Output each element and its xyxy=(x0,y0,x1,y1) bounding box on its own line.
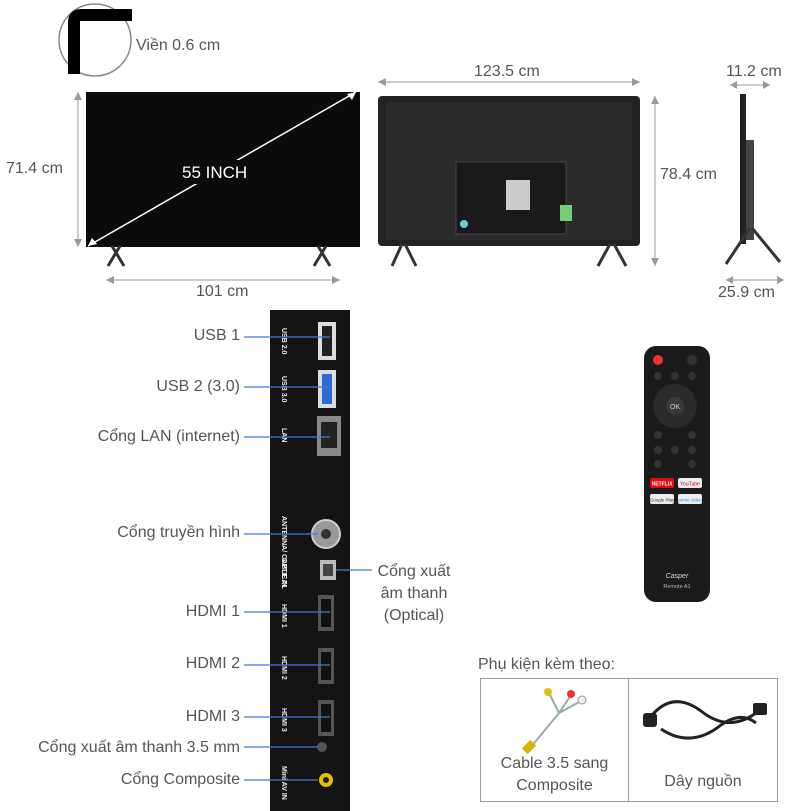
port-label-usb2: USB 2 (3.0) xyxy=(156,378,240,395)
bezel-zoom xyxy=(58,3,132,77)
prime-video-button: prime video xyxy=(678,498,702,503)
remote-brand: Casper xyxy=(666,573,689,580)
panel-text-antenna: ANTENNA/ CABLE IN xyxy=(280,516,287,587)
remote-model: Remote A1 xyxy=(663,584,690,590)
port-label-hdmi1: HDMI 1 xyxy=(185,603,240,620)
panel-text-optical: OPTICAL xyxy=(280,558,287,589)
tv-side xyxy=(724,81,784,284)
port-label-hdmi3: HDMI 3 xyxy=(185,708,240,725)
back-width-label: 123.5 cm xyxy=(474,63,540,80)
side-depth-base-label: 25.9 cm xyxy=(718,284,775,301)
tv-front xyxy=(74,91,360,284)
port-label-usb1: USB 1 xyxy=(193,327,240,344)
panel-text-hdmi3: HDMI 3 xyxy=(280,708,287,732)
optical-label-line3: (Optical) xyxy=(383,607,445,624)
port-label-antenna: Cổng truyền hình xyxy=(117,524,240,541)
accessories-box: Cable 3.5 sang Composite Dây nguồn xyxy=(480,678,778,802)
accessories-title: Phụ kiện kèm theo: xyxy=(478,656,615,673)
screen-size-label: 55 INCH xyxy=(182,163,248,182)
port-label-audio-out: Cổng xuất âm thanh 3.5 mm xyxy=(38,739,240,756)
panel-text-hdmi2: HDMI 2 xyxy=(280,656,287,680)
power-icon xyxy=(653,355,663,365)
optical-label-line1: Cổng xuất xyxy=(377,563,451,580)
accessory-cable-line2: Composite xyxy=(516,777,593,794)
power-cord-image xyxy=(643,700,767,740)
ok-label: OK xyxy=(670,404,680,411)
optical-label-line2: âm thanh xyxy=(380,585,448,602)
panel-text-usb2: USB 2.0 xyxy=(280,328,287,355)
panel-text-lan: LAN xyxy=(280,428,287,442)
side-depth-top-label: 11.2 cm xyxy=(726,63,782,80)
youtube-button: YouTube xyxy=(680,482,700,488)
tv-dimension-diagrams xyxy=(58,3,784,284)
panel-text-hdmi1: HDMI 1 xyxy=(280,604,287,628)
port-label-hdmi2: HDMI 2 xyxy=(185,655,240,672)
bezel-label: Viền 0.6 cm xyxy=(136,37,221,54)
accessory-cable-line1: Cable 3.5 sang xyxy=(500,755,609,772)
port-panel: USB 2.0 USB 3.0 LAN ANTENNA/ CABLE IN OP… xyxy=(270,310,350,811)
accessory-power-cord-label: Dây nguồn xyxy=(664,773,742,790)
netflix-button: NETFLIX xyxy=(652,482,673,488)
remote-control: OK NETFLIX YouTube Google Play prime vid… xyxy=(644,346,710,602)
accessories-divider xyxy=(628,679,629,801)
front-width-label: 101 cm xyxy=(196,283,249,300)
port-label-composite: Cổng Composite xyxy=(120,771,240,788)
back-height-label: 78.4 cm xyxy=(660,166,717,183)
panel-text-usb3: USB 3.0 xyxy=(280,376,287,403)
port-leader-lines xyxy=(244,336,372,781)
google-play-button: Google Play xyxy=(650,498,675,503)
composite-cable-image xyxy=(521,688,587,755)
front-height-label: 71.4 cm xyxy=(6,160,63,177)
optical-label: Cổng xuất âm thanh (Optical) xyxy=(372,561,456,627)
accessory-cable-label: Cable 3.5 sang Composite xyxy=(481,753,628,797)
port-label-lan: Cổng LAN (internet) xyxy=(97,428,240,445)
tv-back xyxy=(378,78,659,267)
panel-text-av: Mini AV IN xyxy=(280,766,287,800)
